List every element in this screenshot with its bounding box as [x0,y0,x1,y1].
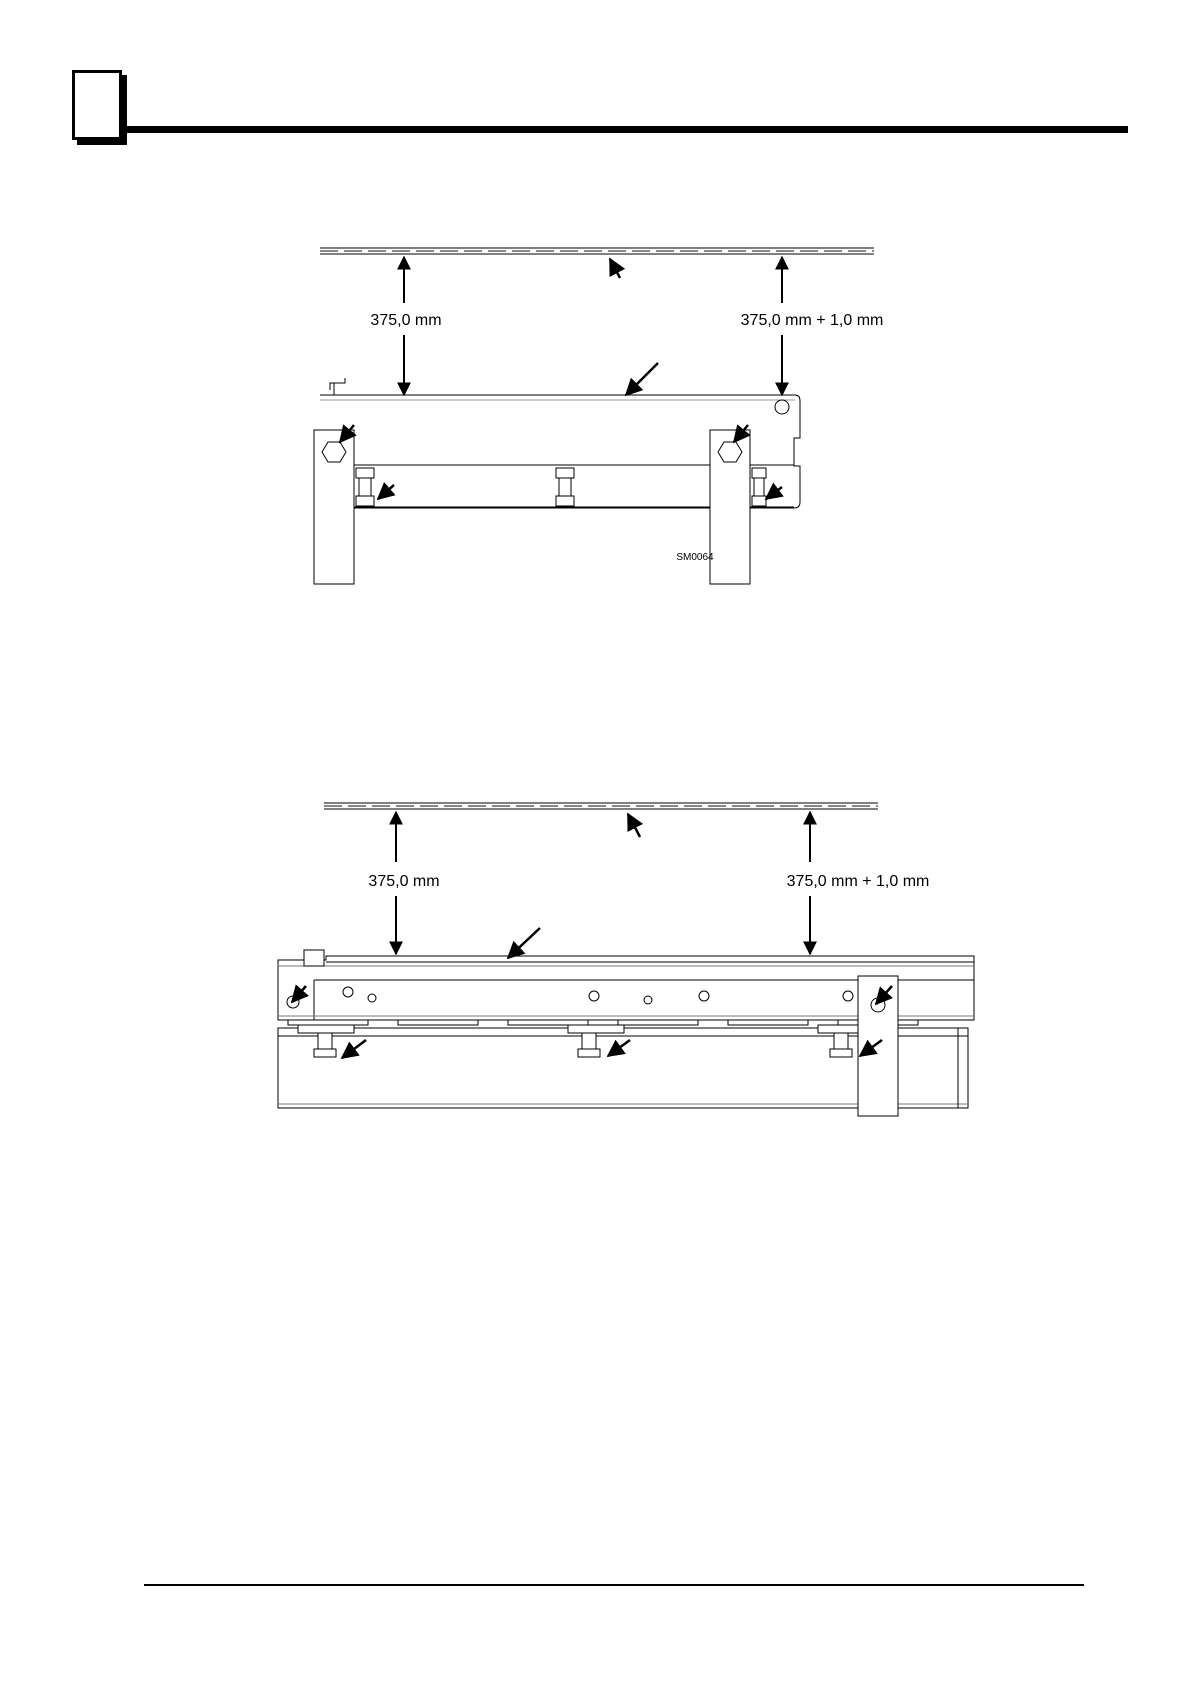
frame-holes [287,987,853,1008]
left-dimension-label: 375,0 mm [370,312,441,329]
right-upright [858,976,898,1116]
left-bolt-pointer-arrow [342,1040,366,1058]
center-bolt-pointer-arrow [608,1040,630,1056]
right-dimension-label: 375,0 mm + 1,0 mm [787,873,930,890]
slot-strips [288,1020,918,1025]
figure-2-perspective-view: 375,0 mm 375,0 mm + 1,0 mm [278,800,978,1160]
adjustment-bolt-center [568,1025,624,1057]
adjustment-bolt-right [752,468,766,506]
adjustment-bolt-left [356,468,374,506]
right-bolt-pointer-arrow [766,487,782,499]
frame-pointer-arrow [626,363,658,395]
left-bolt-pointer-arrow [378,485,394,499]
chapter-marker-box [72,70,122,140]
chain-strip [320,248,874,254]
drawing-code-label: SM0064 [676,552,714,563]
chain-pointer-arrow [628,814,640,837]
adjustment-bolt-left [298,1025,354,1057]
right-upright [710,430,750,584]
frame-pointer-arrow [508,928,540,958]
chain-strip [324,803,878,809]
figure-1-side-view: 375,0 mm 375,0 mm + 1,0 mm SM0064 [320,245,880,645]
footer-rule [144,1584,1084,1586]
header-rule [126,126,1128,133]
adjustment-bolt-center [556,468,574,506]
chain-pointer-arrow [610,259,620,278]
left-upright [314,430,354,584]
right-dimension-label: 375,0 mm + 1,0 mm [741,312,884,329]
left-dimension-label: 375,0 mm [368,873,439,890]
